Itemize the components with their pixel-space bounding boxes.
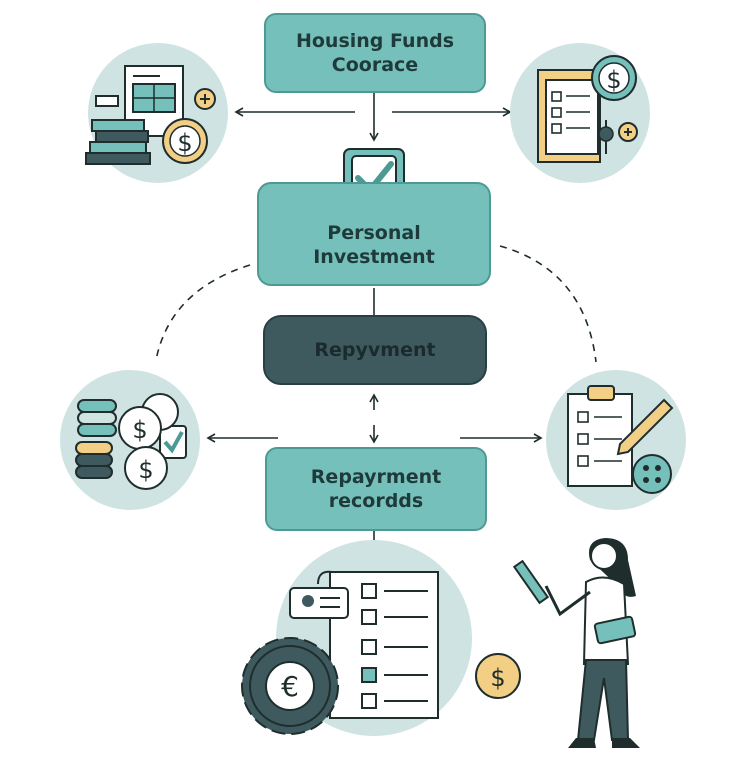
dollar-glyph-coin-a: $ [132, 416, 147, 444]
node-repayment: Repyvment [263, 315, 487, 385]
node-housing-funds-line2: Coorace [331, 54, 419, 76]
dollar-glyph-coin-b: $ [138, 456, 153, 484]
node-housing-funds-line1: Housing Funds [295, 30, 455, 52]
clipboard-pen-icon [546, 370, 686, 510]
node-personal-investment: Personal Investment [257, 182, 491, 286]
woman-with-pen-icon [512, 538, 640, 748]
node-repayment-label: Repyvment [314, 339, 436, 361]
coin-stacks-icon [60, 370, 200, 510]
node-repayment-records: Repayrment recordds [265, 447, 487, 531]
dollar-glyph-top-right: $ [606, 66, 621, 94]
checklist-dollar-icon [510, 43, 650, 183]
node-personal-investment-line2: Investment [313, 246, 435, 268]
dashed-curve-right [499, 245, 597, 363]
node-repayment-records-line1: Repayrment [310, 466, 442, 488]
dollar-glyph-top-left: $ [177, 129, 192, 157]
node-housing-funds: Housing Funds Coorace [264, 13, 486, 93]
currency-glyphs: $ $ $ $ $ € [132, 66, 621, 703]
dollar-glyph-bottom: $ [490, 664, 505, 692]
node-repayment-records-line2: recordds [328, 490, 424, 512]
connectors [155, 92, 597, 562]
dashed-curve-left [155, 264, 251, 361]
contract-gear-icon [241, 540, 521, 736]
documents-coins-icon [85, 43, 228, 183]
euro-glyph-gear: € [281, 670, 299, 703]
node-personal-investment-line1: Personal [327, 222, 421, 244]
